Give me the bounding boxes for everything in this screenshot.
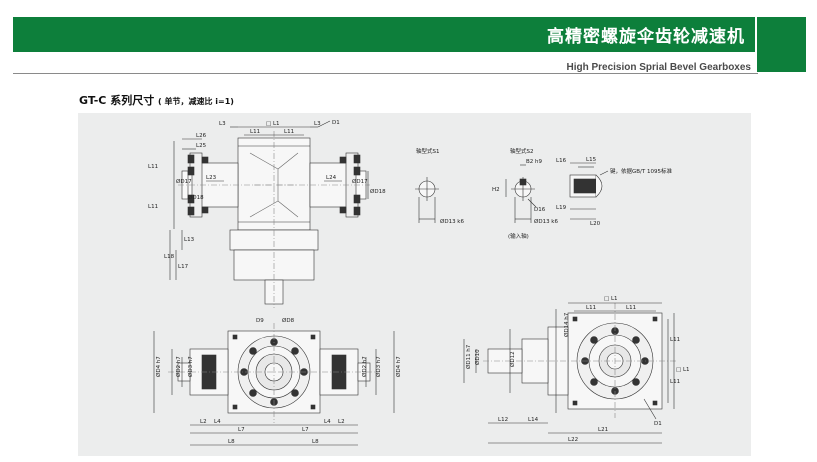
svg-text:L11: L11	[670, 337, 680, 343]
shaft-s2	[505, 164, 537, 223]
svg-text:D1: D1	[332, 120, 340, 126]
svg-text:ØD12: ØD12	[509, 351, 516, 367]
svg-text:ØD4 h7: ØD4 h7	[155, 356, 162, 377]
shaft-s1	[415, 177, 439, 223]
shaft-s1-dim: ØD13 k6	[440, 218, 464, 225]
shaft-s2-input-note: (输入轴)	[508, 232, 529, 240]
svg-text:ØD10: ØD10	[474, 349, 481, 365]
svg-text:L13: L13	[184, 237, 195, 243]
svg-text:L7: L7	[238, 427, 245, 433]
svg-text:D1: D1	[654, 421, 662, 427]
top-view-labels: L3 □ L1 L3 D1 L26 L25 L11 L11 L23 L24 L1…	[148, 120, 386, 270]
svg-text:L11: L11	[626, 305, 636, 311]
svg-text:ØD17: ØD17	[176, 178, 192, 185]
page-subtitle: High Precision Sprial Bevel Gearboxes	[566, 62, 751, 73]
svg-text:D9: D9	[256, 318, 264, 324]
key-dim-l15: L15	[586, 157, 597, 163]
top-view	[169, 120, 370, 308]
svg-text:L12: L12	[498, 417, 508, 423]
svg-text:L17: L17	[178, 264, 189, 270]
svg-text:L24: L24	[326, 175, 337, 181]
svg-text:L11: L11	[148, 164, 158, 170]
svg-text:L11: L11	[284, 129, 294, 135]
svg-text:L11: L11	[586, 305, 596, 311]
svg-text:ØD8: ØD8	[282, 317, 295, 324]
shaft-s2-dim-b2: B2 h9	[526, 159, 543, 165]
svg-text:□ L1: □ L1	[266, 121, 280, 127]
shaft-s2-dim-d16: D16	[534, 207, 546, 213]
front-view-labels: D9 ØD8 ØD4 h7 ØD2 h7 ØD3 h7 ØD2 h7 ØD3 h…	[155, 317, 402, 445]
svg-text:L11: L11	[250, 129, 260, 135]
svg-text:L8: L8	[228, 439, 235, 445]
svg-text:L2: L2	[200, 419, 207, 425]
svg-text:L11: L11	[670, 379, 680, 385]
header-rule	[13, 73, 758, 74]
svg-text:L8: L8	[312, 439, 319, 445]
svg-text:L18: L18	[164, 254, 175, 260]
svg-text:ØD17: ØD17	[352, 178, 368, 185]
svg-text:L25: L25	[196, 143, 207, 149]
svg-text:L26: L26	[196, 133, 207, 139]
svg-text:L11: L11	[148, 204, 158, 210]
svg-text:ØD2 h7: ØD2 h7	[175, 356, 182, 377]
svg-text:ØD4 h7: ØD4 h7	[395, 356, 402, 377]
svg-text:ØD18: ØD18	[370, 188, 386, 195]
section-title: GT-C 系列尺寸	[79, 94, 155, 107]
side-view	[463, 302, 678, 444]
svg-text:L4: L4	[324, 419, 331, 425]
svg-text:ØD2 h7: ØD2 h7	[361, 356, 368, 377]
page-title: 高精密螺旋伞齿轮减速机	[547, 27, 745, 47]
front-view	[153, 323, 395, 446]
svg-text:L2: L2	[338, 419, 345, 425]
key-note: 键，依据GB/T 1095标准	[610, 167, 672, 175]
svg-text:ØD3 h7: ØD3 h7	[375, 356, 382, 377]
svg-text:L7: L7	[302, 427, 309, 433]
key-dim-l20: L20	[590, 221, 601, 227]
svg-text:□ L1: □ L1	[676, 367, 690, 373]
shaft-s1-title: 轴型式S1	[416, 147, 440, 155]
svg-text:□ L1: □ L1	[604, 296, 618, 302]
svg-text:ØD11 h7: ØD11 h7	[465, 344, 472, 369]
section-heading: GT-C 系列尺寸 ( 单节，减速比 i=1)	[79, 92, 234, 108]
svg-text:L22: L22	[568, 437, 578, 443]
side-tab	[757, 17, 806, 72]
technical-drawing: L3 □ L1 L3 D1 L26 L25 L11 L11 L23 L24 L1…	[148, 120, 690, 446]
svg-text:ØD18: ØD18	[188, 194, 204, 201]
drawing-panel: L3 □ L1 L3 D1 L26 L25 L11 L11 L23 L24 L1…	[78, 113, 751, 456]
key-detail	[569, 162, 609, 220]
section-note: ( 单节，减速比 i=1)	[158, 97, 234, 106]
side-view-labels: □ L1 L11 L11 ØD14 h7 ØD11 h7 ØD10 ØD12 L…	[465, 296, 690, 443]
shaft-s2-dim-d13: ØD13 k6	[534, 218, 558, 225]
key-dim-l19: L19	[556, 205, 567, 211]
svg-text:L23: L23	[206, 175, 217, 181]
shaft-s2-title: 轴型式S2	[510, 147, 534, 155]
shaft-s2-dim-h2: H2	[492, 187, 500, 193]
key-dim-l16: L16	[556, 158, 567, 164]
svg-text:L4: L4	[214, 419, 221, 425]
svg-text:L21: L21	[598, 427, 608, 433]
svg-text:L14: L14	[528, 417, 539, 423]
header-bar: 高精密螺旋伞齿轮减速机	[13, 17, 755, 52]
svg-text:L3: L3	[314, 121, 321, 127]
svg-text:L3: L3	[219, 121, 226, 127]
svg-text:ØD3 h7: ØD3 h7	[187, 356, 194, 377]
svg-text:ØD14 h7: ØD14 h7	[563, 312, 570, 337]
